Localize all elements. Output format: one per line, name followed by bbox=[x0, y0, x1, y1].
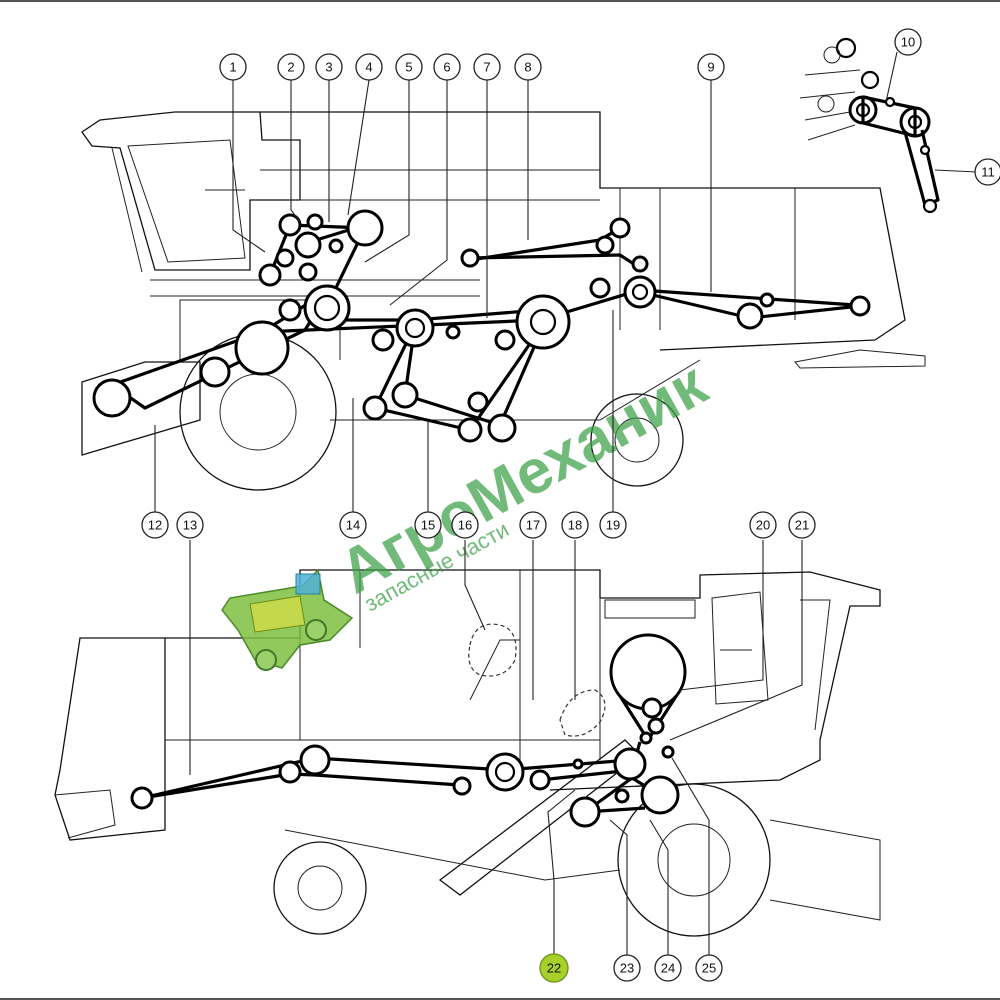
callout-label: 16 bbox=[458, 518, 472, 533]
callout-19: 19 bbox=[599, 511, 627, 539]
bottom-pulleys bbox=[130, 633, 687, 828]
callout-label: 5 bbox=[405, 60, 412, 75]
top-pulleys bbox=[92, 209, 871, 443]
callout-12: 12 bbox=[141, 511, 169, 539]
callout-4: 4 bbox=[355, 53, 383, 81]
callout-6: 6 bbox=[433, 53, 461, 81]
callout-1: 1 bbox=[219, 53, 247, 81]
callout-label: 3 bbox=[325, 60, 332, 75]
callout-9: 9 bbox=[697, 53, 725, 81]
callout-2: 2 bbox=[277, 53, 305, 81]
callout-label: 19 bbox=[606, 518, 620, 533]
callout-label: 4 bbox=[365, 60, 372, 75]
callout-label: 9 bbox=[707, 60, 714, 75]
callout-label: 25 bbox=[702, 961, 716, 976]
bottom-belts bbox=[141, 687, 682, 814]
callout-label: 7 bbox=[483, 60, 490, 75]
callout-label: 17 bbox=[526, 518, 540, 533]
callout-24: 24 bbox=[654, 954, 682, 982]
callout-label: 23 bbox=[620, 961, 634, 976]
callout-label: 20 bbox=[756, 518, 770, 533]
callout-label: 24 bbox=[661, 961, 675, 976]
callout-18: 18 bbox=[561, 511, 589, 539]
combine-right-side-outline bbox=[54, 569, 881, 937]
inset-detail bbox=[799, 37, 940, 214]
callout-label: 6 bbox=[443, 60, 450, 75]
callout-3: 3 bbox=[315, 53, 343, 81]
callout-5: 5 bbox=[395, 53, 423, 81]
callout-11: 11 bbox=[974, 158, 1000, 186]
callout-13: 13 bbox=[176, 511, 204, 539]
callout-20: 20 bbox=[749, 511, 777, 539]
combine-logo bbox=[221, 568, 354, 671]
callout-14: 14 bbox=[339, 511, 367, 539]
callout-17: 17 bbox=[519, 511, 547, 539]
callout-8: 8 bbox=[514, 53, 542, 81]
callout-label: 10 bbox=[901, 35, 915, 50]
callout-label: 11 bbox=[981, 165, 995, 180]
callout-25: 25 bbox=[695, 954, 723, 982]
callout-label: 12 bbox=[148, 518, 162, 533]
leader-lines bbox=[154, 51, 978, 955]
callout-label: 2 bbox=[287, 60, 294, 75]
callout-10: 10 bbox=[894, 28, 922, 56]
callouts: 1 2 3 4 5 6 7 8 9 10 11 12 13 14 15 16 1… bbox=[141, 28, 1000, 983]
callout-7: 7 bbox=[473, 53, 501, 81]
callout-label: 22 bbox=[547, 961, 561, 976]
callout-21: 21 bbox=[788, 511, 816, 539]
callout-label: 1 bbox=[229, 60, 236, 75]
callout-16: 16 bbox=[451, 511, 479, 539]
callout-label: 13 bbox=[183, 518, 197, 533]
callout-label: 8 bbox=[524, 60, 531, 75]
callout-label: 14 bbox=[346, 518, 360, 533]
callout-15: 15 bbox=[414, 511, 442, 539]
watermark-brand: АгроМеханик bbox=[328, 349, 718, 607]
callout-23: 23 bbox=[613, 954, 641, 982]
callout-label: 18 bbox=[568, 518, 582, 533]
callout-label: 15 bbox=[421, 518, 435, 533]
callout-label: 21 bbox=[795, 518, 809, 533]
callout-22: 22 bbox=[539, 953, 569, 983]
